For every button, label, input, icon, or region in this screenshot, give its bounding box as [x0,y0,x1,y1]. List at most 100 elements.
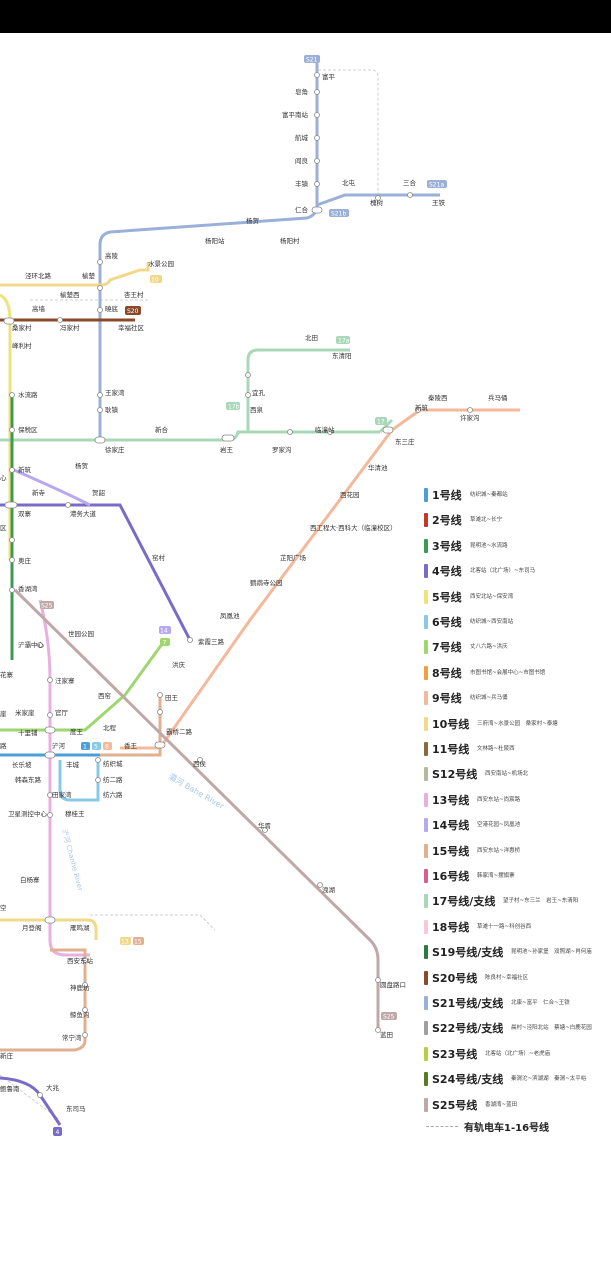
legend-line-name: 9号线 [432,692,462,706]
line-10 [0,262,150,287]
station-label: 十里铺 [18,728,38,737]
station-label: 三合 [403,178,417,187]
badge-s20: S20 [127,308,139,315]
station-label: 贺韶 [92,488,106,497]
legend-line-route: 草滩北~长宁 [470,517,503,524]
station-label: 宜孔 [252,388,266,397]
legend-line-route: 北康~富平 仁合~王铁 [511,1000,570,1006]
station-label: 丰城 [66,760,80,769]
legend-line-name: 1号线 [432,489,462,502]
station-label: 杨阳站 [205,236,225,245]
station-label: 耿镇 [105,405,119,414]
legend-line-name: 10号线 [432,717,470,731]
station-label: 王铁 [432,198,446,207]
station-label: 路 [0,741,7,750]
line-badges: S21 S21a S21b S20 17a 17b 17 10 14 7 S25… [40,55,447,1136]
river-chanhe-label: 浐河 Chanhe River [60,828,85,892]
station-label: 岩王 [220,445,234,454]
legend-row: 18号线草滩十一路~科创谷西 [424,919,609,935]
badge-10: 10 [151,277,159,284]
badge-s21-top: S21 [306,57,318,64]
legend-row: 14号线空港花园~凤凰池 [424,817,609,833]
station-label: 西安东站 [67,956,94,965]
badge-8: 8 [105,744,109,751]
legend-row: 8号线市图书馆~会展中心~市图书馆 [424,665,609,681]
station-label: 新合 [155,425,169,434]
legend-row: 2号线草滩北~长宁 [424,512,609,528]
badge-14: 14 [160,628,168,635]
station-label: 米家崖 [15,708,35,717]
station-label: 雁鸣湖 [70,923,90,932]
legend-line-route: 北客站（北广场）~老虎庙 [485,1050,551,1057]
legend-line-name: S20号线 [432,971,478,985]
station-label: 兵马俑 [488,393,508,402]
station-label: 卫星测控中心 [8,809,48,818]
station-label: 水流路 [18,390,38,399]
station-label: 空 [0,903,7,912]
legend-line-name: S25号线 [432,1098,478,1112]
station-labels: 富平 皂角 富平南站 航城 阎良 丰镇 仁合 北屯 槐树 三合 王铁 杨贺 杨阳… [0,72,508,1113]
station-label: 神鹿坊 [70,983,90,992]
legend-color-swatch [424,716,428,731]
legend-color-swatch [424,691,428,706]
legend-line-route: 纺织城~兵马俑 [470,695,508,702]
legend-color-swatch [424,767,428,782]
legend-line-route: 陈良村~幸福社区 [485,974,529,981]
station-label: 白杨寨 [20,875,40,884]
station-label: 高墙 [32,304,46,313]
legend-color-swatch [424,970,428,985]
legend-line-name: 17号线/支线 [432,895,496,909]
badge-1: 1 [83,744,87,751]
legend-line-route: 昆明池~孙家堡 双照湖~肖何庙 [511,949,592,956]
legend-row: 3号线昆明池~水流路 [424,538,609,554]
line-6 [58,760,100,802]
legend-color-swatch [424,589,428,604]
legend-color-swatch [424,665,428,680]
station-label: 汪家寨 [55,676,75,685]
station-label: 纺二路 [103,775,123,784]
station-label: 月登阁 [22,923,42,932]
station-label: 纺六路 [103,790,123,799]
station-label: 仁合 [295,205,309,214]
station-label: 冯家村 [60,323,80,332]
station-label: 香湖湾 [18,584,38,593]
line-15 [100,695,162,757]
station-label: 东三庄 [395,437,415,446]
legend-color-swatch [424,488,428,502]
station-label: 常宁湾 [62,1033,82,1042]
legend-color-swatch [424,1072,428,1087]
station-label: 窑村 [152,553,166,562]
badge-17a: 17a [338,338,350,345]
legend-color-swatch [424,1097,428,1112]
station-label: 东司马 [66,1104,86,1113]
station-label: 蓝田 [380,1030,393,1039]
legend-line-name: 11号线 [432,743,470,756]
badge-15: 15 [134,939,142,946]
legend-row: 10号线三府湾~水景公园 桑家村~泰塘 [424,716,609,732]
station-label: 大兆 [46,1083,60,1092]
legend-color-swatch [424,564,428,579]
legend-line-name: 5号线 [432,590,462,604]
badge-4: 4 [56,1129,60,1136]
legend-line-name: 7号线 [432,641,462,655]
legend-row: 5号线西安北站~保安湾 [424,589,609,605]
station-label: 穆桂王 [65,809,85,818]
station-label: 保税区 [18,425,38,434]
legend-line-route: 纺织城~西安南站 [470,619,514,625]
legend-line-route: 韩家湾~摆旗寨 [477,873,515,879]
badge-17: 17 [377,419,385,426]
station-label: 西窑 [98,691,112,700]
station-label: 榆楚 [82,271,96,280]
station-label: 洪庆 [172,660,186,669]
legend-row: 13号线西安东站~尚宸路 [424,792,609,808]
legend-row: 4号线北客站（北广场）~东司马 [424,563,609,579]
legend-color-swatch [424,894,428,909]
legend-color-swatch [424,742,428,756]
line-10-lower [0,918,98,940]
station-label: 西花园 [340,490,360,499]
legend-color-swatch [424,919,428,934]
station-label: 鲸鱼沟 [70,1010,90,1019]
station-label: 新寺 [32,488,46,497]
station-label: 阎良 [295,156,309,165]
